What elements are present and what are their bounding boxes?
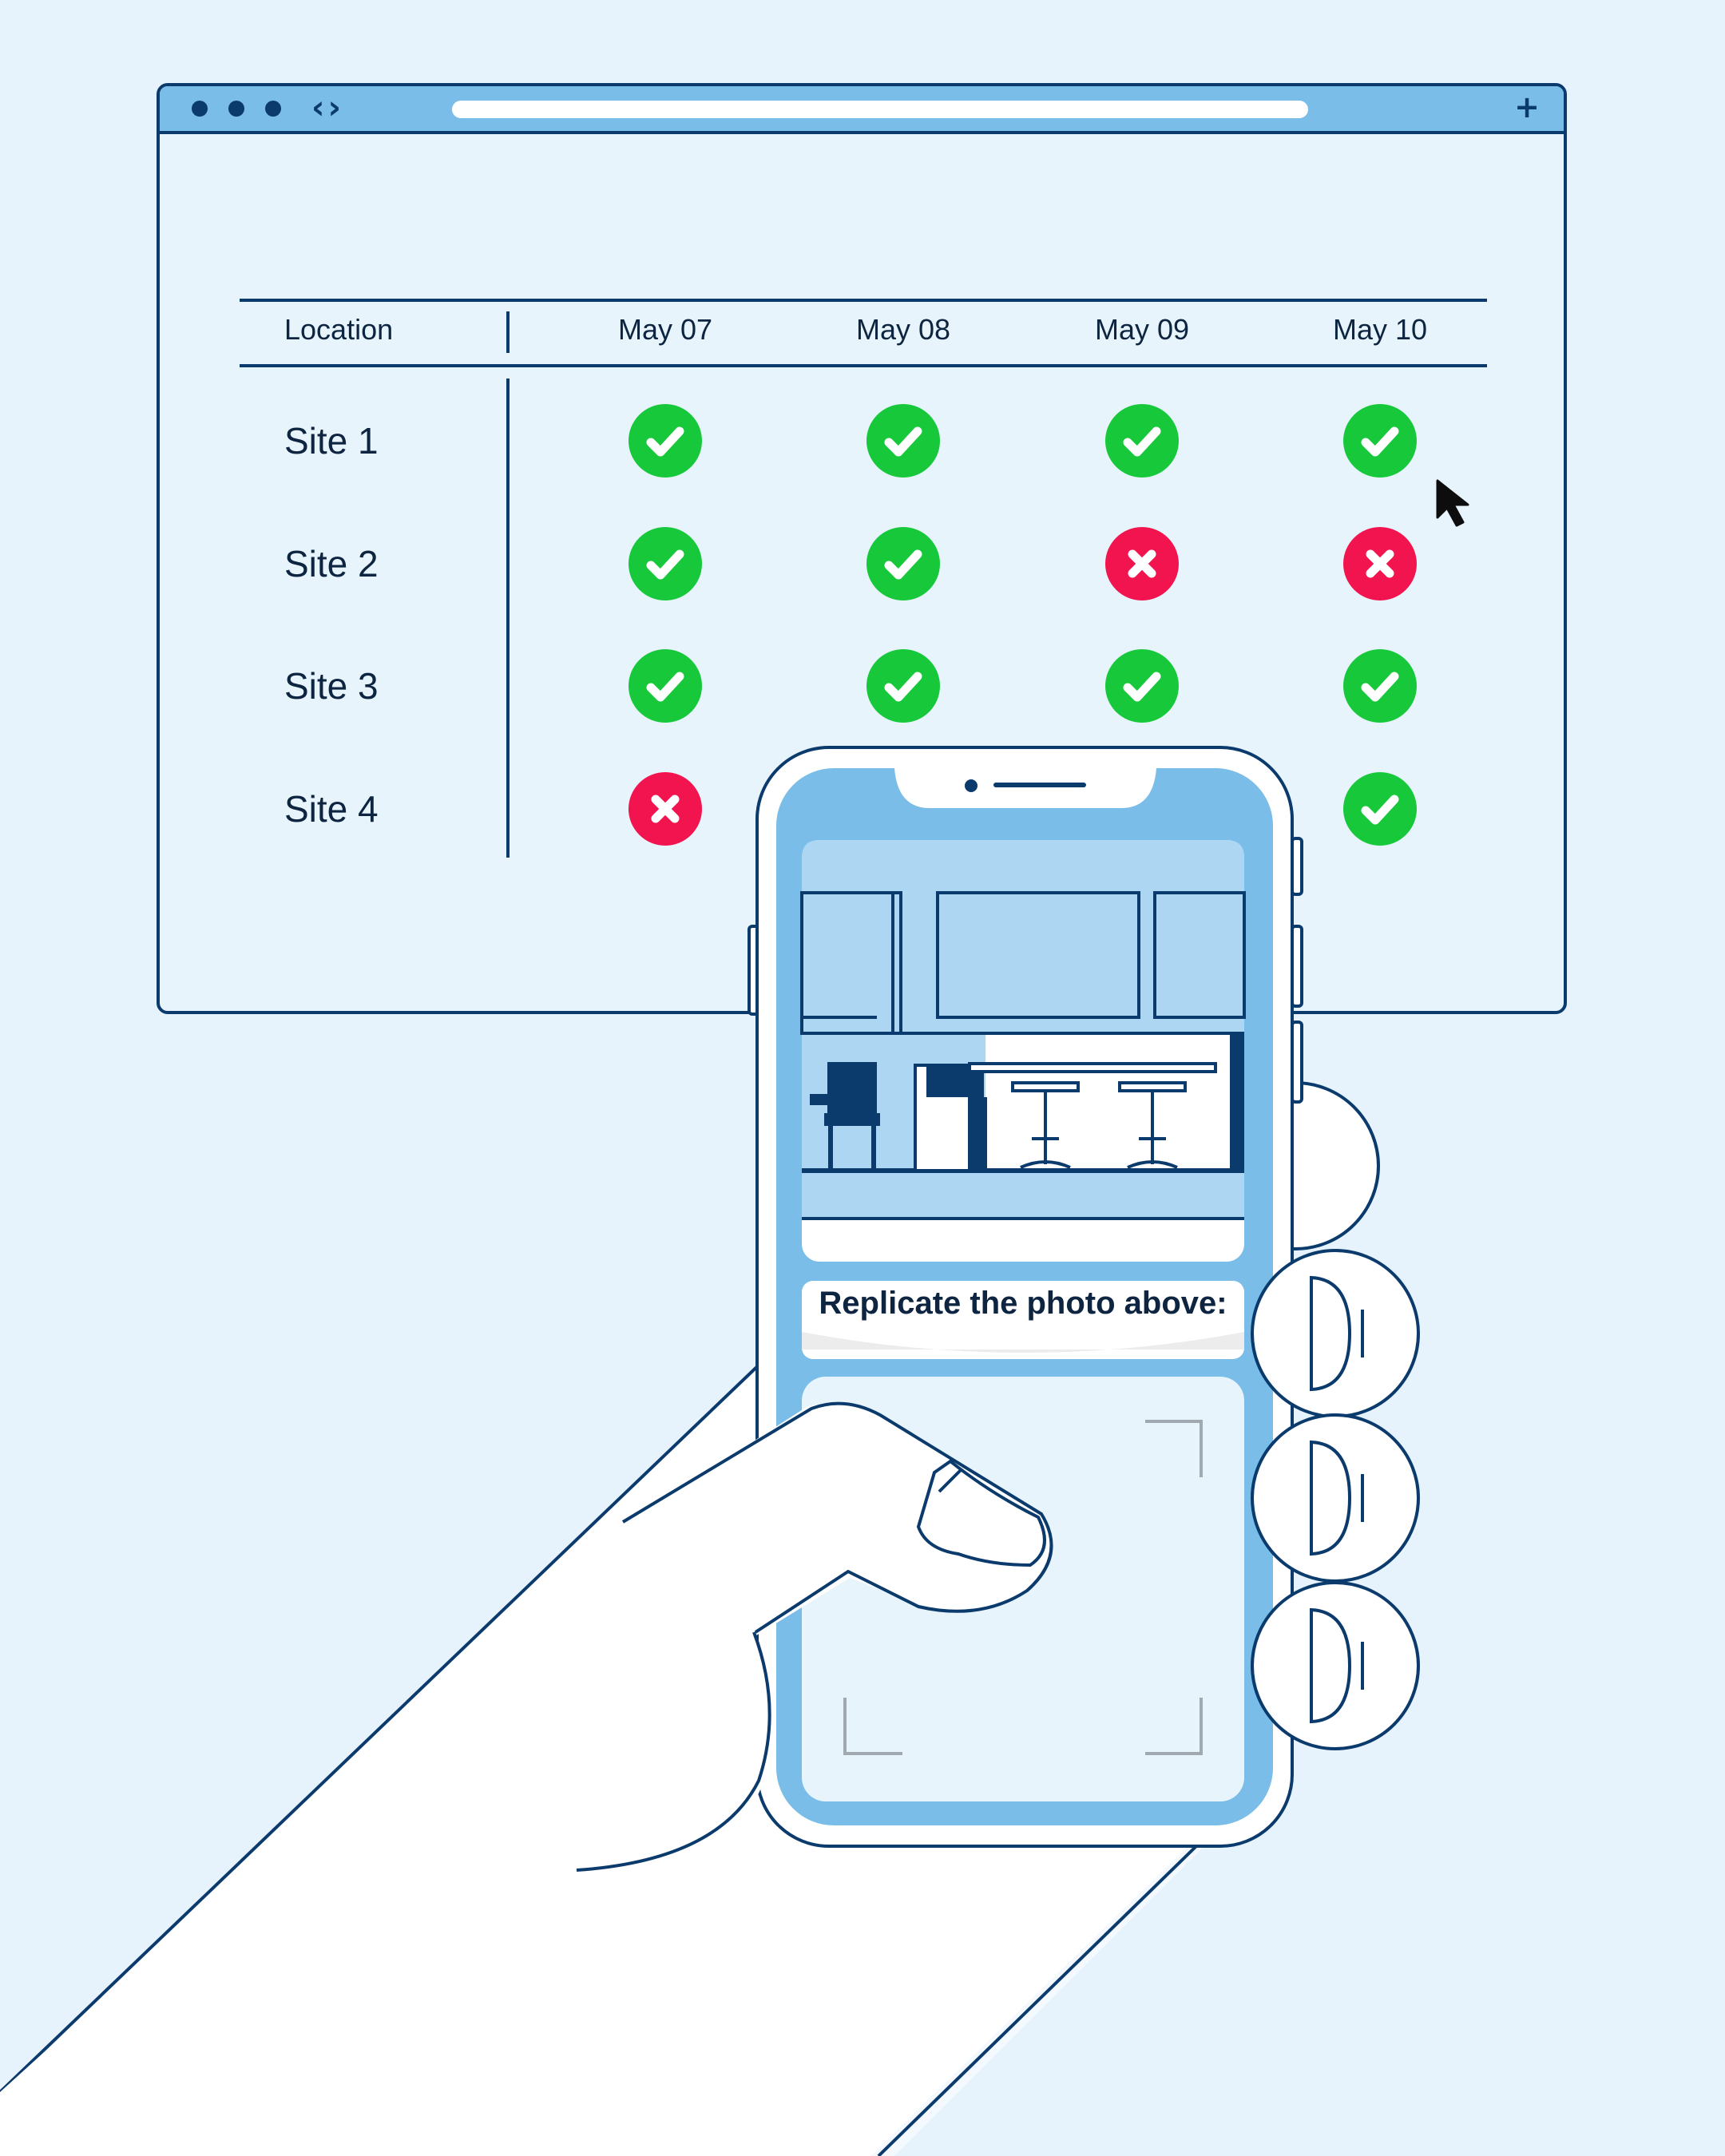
check-icon [1105,404,1179,478]
site-label: Site 4 [284,788,379,830]
plus-icon[interactable]: + [1514,89,1540,125]
finger [1251,1581,1420,1750]
table-top-rule [240,299,1487,302]
window-dot-icon[interactable] [192,101,208,117]
viewfinder-corners [843,1420,1203,1755]
finger [1251,1249,1420,1418]
address-bar[interactable] [452,101,1308,118]
check-icon [866,527,940,600]
check-icon [1343,404,1417,478]
check-icon [629,649,702,723]
cross-icon [629,772,702,846]
cross-icon [1343,527,1417,600]
date-column-header: May 09 [1094,313,1190,346]
check-icon [866,649,940,723]
check-icon [629,527,702,600]
site-label: Site 2 [284,543,379,585]
finger [1251,1413,1420,1583]
window-dot-icon[interactable] [228,101,244,117]
site-label: Site 1 [284,420,379,462]
check-icon [1343,649,1417,723]
check-icon [866,404,940,478]
check-icon [1343,772,1417,846]
check-icon [629,404,702,478]
date-column-header: May 08 [855,313,951,346]
browser-title-bar: ‹› + [160,86,1564,134]
cross-icon [1105,527,1179,600]
window-dot-icon[interactable] [265,101,281,117]
photo-prompt-text: Replicate the photo above: [819,1286,1227,1321]
header-divider [506,311,510,353]
back-forward-arrows-icon[interactable]: ‹› [311,89,344,126]
site-label: Site 3 [284,665,379,707]
check-icon [1105,649,1179,723]
location-column-header: Location [284,313,394,346]
table-header-rule [240,364,1487,367]
date-column-header: May 07 [617,313,713,346]
column-divider [506,378,510,858]
mouse-pointer-icon [1436,479,1469,527]
date-column-header: May 10 [1332,313,1428,346]
